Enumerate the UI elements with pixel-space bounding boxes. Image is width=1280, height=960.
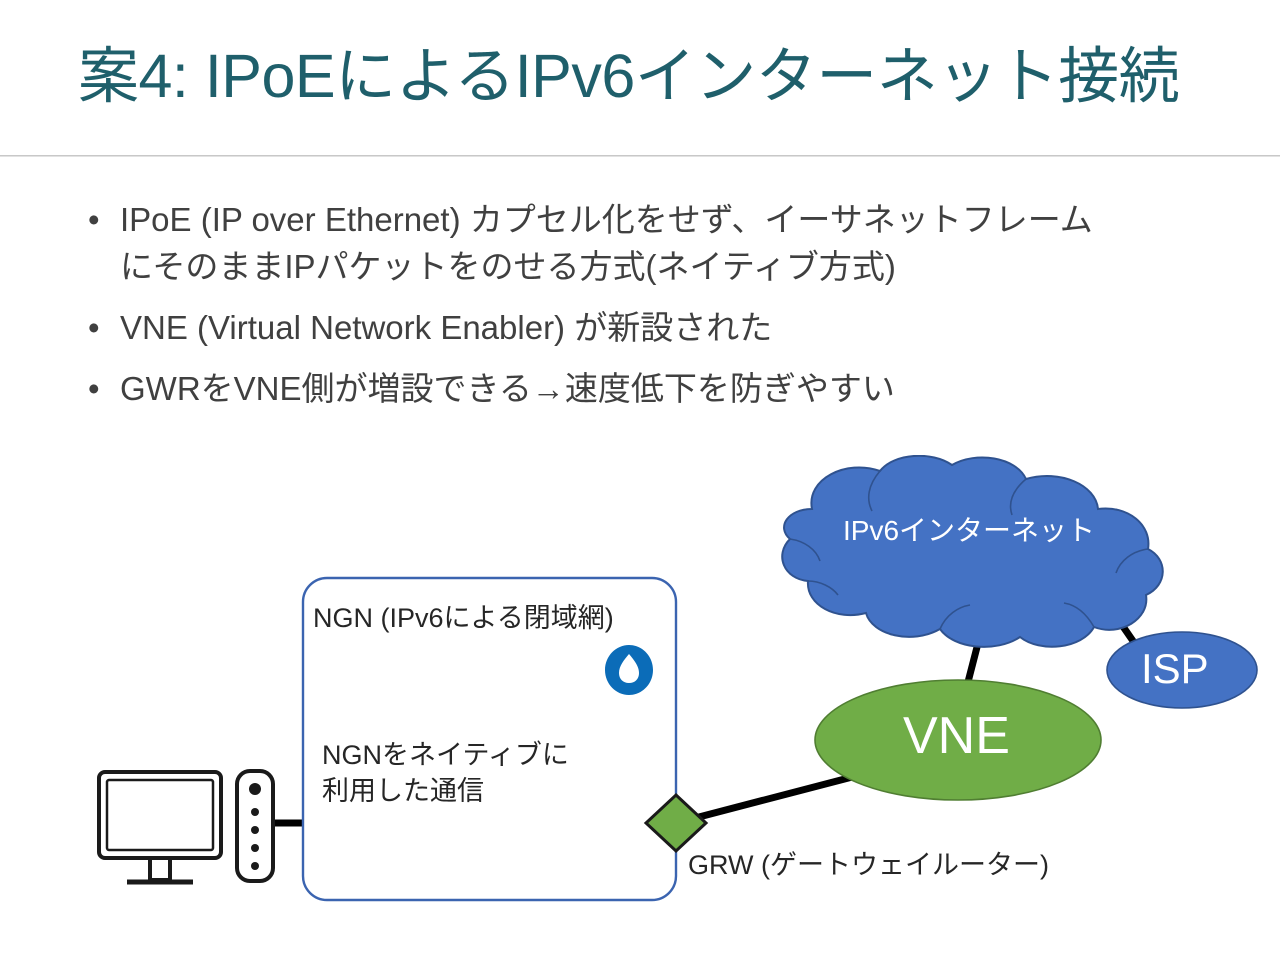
cloud-label: IPv6インターネット xyxy=(843,515,1096,546)
diagram-canvas xyxy=(97,455,1258,902)
bullet-text: GWRをVNE側が増設できる→速度低下を防ぎやすい xyxy=(120,370,895,407)
vne-label: VNE xyxy=(903,707,1010,765)
onu-device-icon xyxy=(235,769,275,883)
isp-node xyxy=(1106,631,1258,709)
bullet-list: • IPoE (IP over Ethernet) カプセル化をせず、イーサネッ… xyxy=(88,196,1218,426)
list-item: • VNE (Virtual Network Enabler) が新設された xyxy=(88,304,1218,351)
grw-node xyxy=(643,792,709,854)
grw-label: GRW (ゲートウェイルーター) xyxy=(688,850,1049,880)
ngn-box-title: NGN (IPv6による閉域網) xyxy=(313,603,614,633)
bullet-marker-icon: • xyxy=(88,370,100,407)
link-grw-to-vne xyxy=(675,771,861,827)
bullet-marker-icon: • xyxy=(88,201,100,238)
list-item: • GWRをVNE側が増設できる→速度低下を防ぎやすい xyxy=(88,365,1218,412)
bullet-text: IPoE (IP over Ethernet) カプセル化をせず、イーサネットフ… xyxy=(120,201,1093,285)
bullet-text: VNE (Virtual Network Enabler) が新設された xyxy=(120,309,773,346)
list-item: • IPoE (IP over Ethernet) カプセル化をせず、イーサネッ… xyxy=(88,196,1218,290)
network-diagram: NGN (IPv6による閉域網) NGNをネイティブに 利用した通信 IPv6イ… xyxy=(0,455,1280,960)
page-title: 案4: IPoEによるIPv6インターネット接続 xyxy=(78,42,1180,110)
ntt-logo-icon xyxy=(605,645,653,695)
desktop-monitor-icon xyxy=(97,770,223,885)
ngn-network-box xyxy=(301,576,678,902)
ipv6-internet-cloud xyxy=(781,455,1164,648)
title-divider xyxy=(0,155,1280,157)
bullet-marker-icon: • xyxy=(88,309,100,346)
vne-node xyxy=(814,679,1102,801)
ngn-native-note: NGNをネイティブに 利用した通信 xyxy=(322,740,569,806)
isp-label: ISP xyxy=(1141,645,1209,692)
